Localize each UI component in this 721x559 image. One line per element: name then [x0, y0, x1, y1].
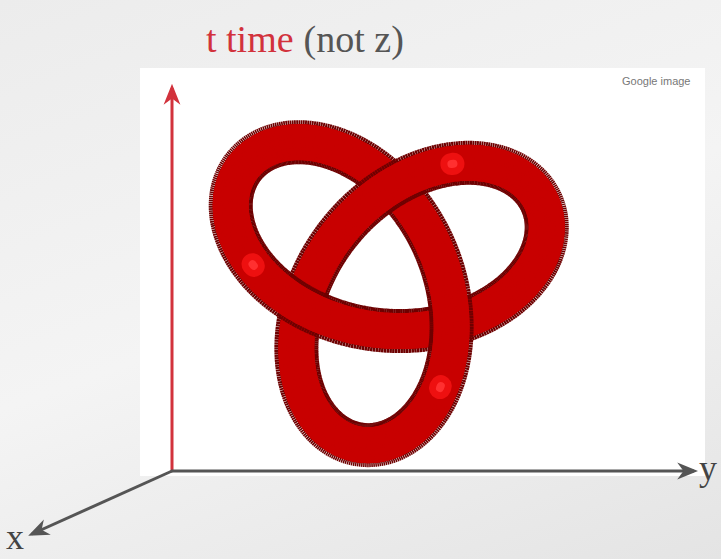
axis-note: (not z)	[304, 20, 404, 58]
axis-label: x	[6, 519, 24, 555]
axis-title: t time	[206, 20, 294, 58]
time-axis	[171, 88, 174, 471]
trefoil-knot	[231, 142, 547, 445]
watermark: Google image	[622, 76, 691, 87]
axis-label: y	[699, 450, 717, 486]
y-axis	[171, 470, 694, 473]
image-panel	[140, 68, 705, 476]
x-axis	[32, 471, 172, 534]
